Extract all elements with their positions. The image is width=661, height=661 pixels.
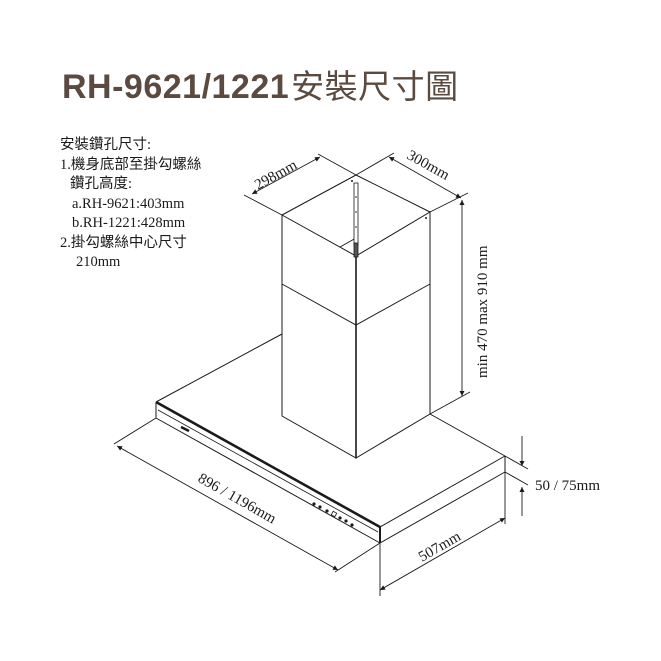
brand-logo-mark [180,425,190,433]
note-item-1-sub: 鑽孔高度: [70,176,133,192]
ext-line [429,192,469,213]
chimney-left-face [281,214,357,459]
note-item-1: 1.機身底部至掛勾螺絲 [60,156,202,173]
label-hood-depth: 507mm [416,529,464,566]
note-item-2-value: 210mm [76,254,121,270]
label-hood-thickness: 50 / 75mm [535,478,600,494]
ext-line [334,542,381,573]
hood-right-bottom-edge [379,471,506,544]
mounting-bracket [351,180,427,258]
chimney-inner-edge [339,237,357,248]
label-chimney-depth: 298mm [252,157,300,193]
ext-line [317,153,357,176]
dimension-lines [113,152,529,596]
screw-hole [425,217,427,219]
dim-hood-width [116,445,339,571]
notes-heading: 安裝鑽孔尺寸: [60,137,152,153]
ext-line [243,194,283,216]
ext-line [113,417,157,445]
control-button-icon [344,519,348,523]
note-item-1b: b.RH-1221:428mm [72,215,186,231]
ext-line [504,455,529,470]
bracket-hole [355,226,357,228]
title-suffix: 安裝尺寸圖 [291,67,459,106]
label-chimney-height: min 470 max 910 mm [475,245,491,378]
screw-hole [351,180,353,182]
ext-line [355,152,395,176]
bracket-hole [355,196,357,198]
title-model: RH-9621/1221 [62,68,290,106]
control-button-icon [350,523,354,527]
control-button-icon [318,505,322,509]
note-item-1a: a.RH-9621:403mm [72,195,185,212]
label-chimney-width: 300mm [404,148,452,184]
dim-298 [251,156,321,195]
hood-top-back-left-edge [155,333,283,403]
dim-300 [388,156,462,199]
control-button-icon [338,516,342,520]
control-button-icon [325,509,329,513]
note-item-2: 2.掛勾螺絲中心尺寸 [60,234,187,251]
ext-line [429,391,471,415]
bracket-clip [353,242,359,258]
page-title: RH-9621/1221安裝尺寸圖 [62,60,459,108]
bracket-hole [355,211,357,213]
dim-hood-depth [379,517,506,591]
bracket-rail [353,182,359,246]
chimney-right-face [355,211,431,459]
control-button-icon [312,502,316,506]
installation-notes: 安裝鑽孔尺寸: 1.機身底部至掛勾螺絲 鑽孔高度: a.RH-9621:403m… [60,136,201,273]
hood-top-right-front-edge [379,455,506,528]
ext-line [504,471,529,486]
hood-top-back-right-edge [429,413,506,457]
